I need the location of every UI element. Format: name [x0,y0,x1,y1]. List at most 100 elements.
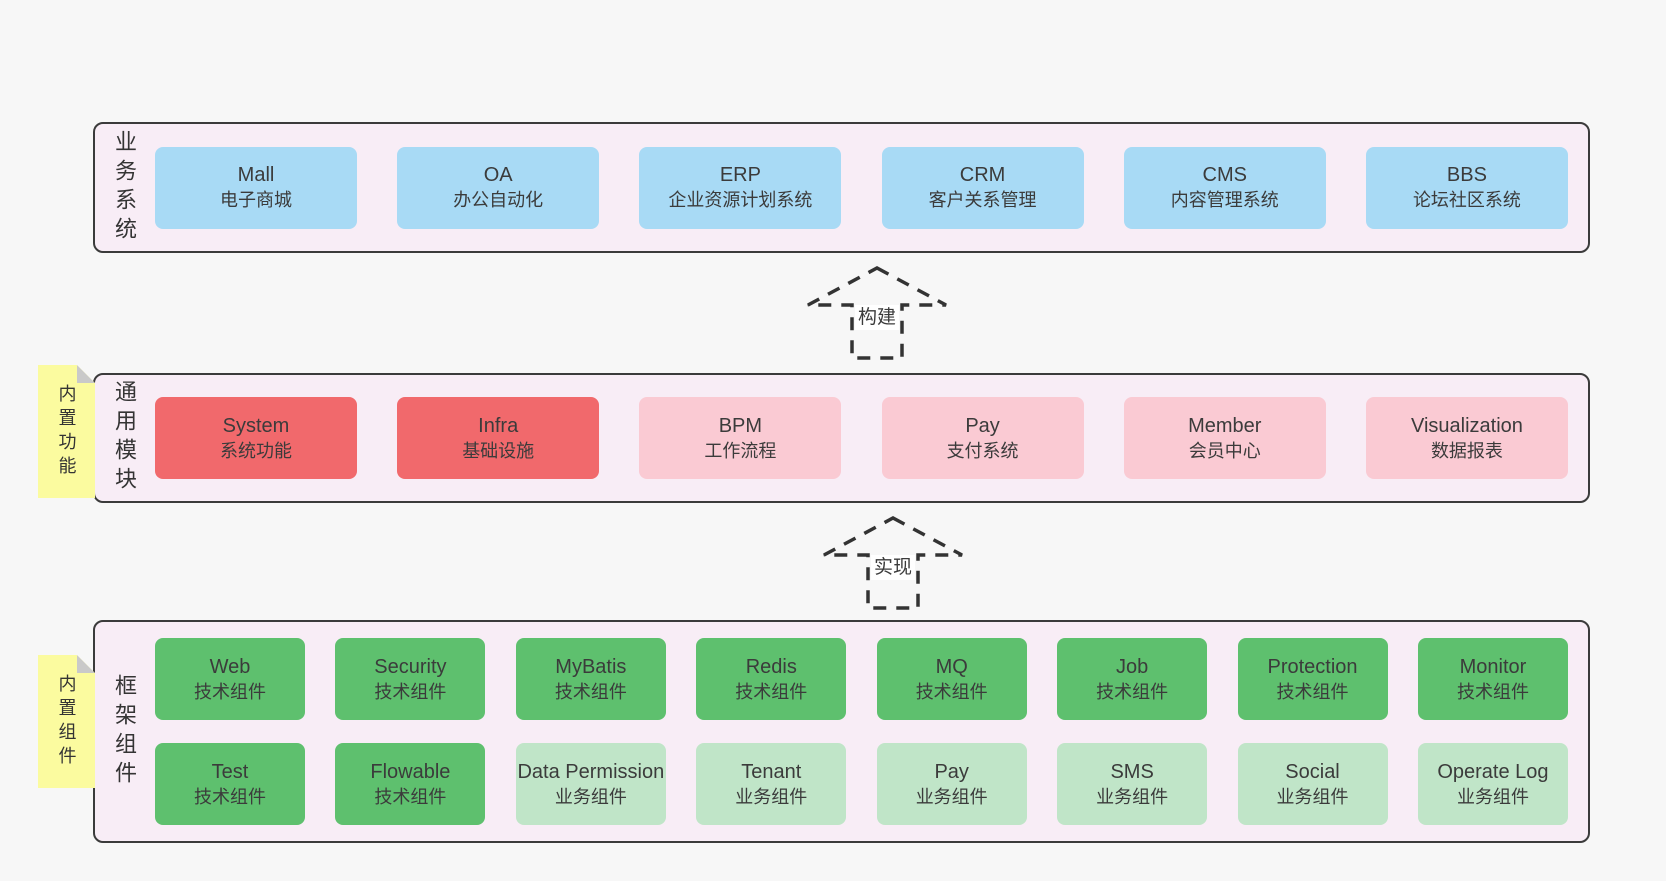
box-title: Member [1188,414,1262,437]
box-subtitle: 业务组件 [1096,786,1169,807]
layer-label-business-systems: 业务系统 [95,124,153,251]
component-box-crm: CRM 客户关系管理 [881,146,1084,229]
box-title: Protection [1267,655,1358,678]
component-box-cms: CMS 内容管理系统 [1123,146,1326,229]
box-subtitle: 工作流程 [704,440,777,461]
component-box-bpm: BPM 工作流程 [639,397,842,479]
box-subtitle: 业务组件 [1456,786,1529,807]
component-box-monitor: Monitor 技术组件 [1417,638,1568,720]
component-box-mq: MQ 技术组件 [876,638,1027,720]
box-title: OA [483,164,513,186]
layer-label-text: 通用模块 [112,380,137,496]
box-subtitle: 电子商城 [220,190,292,210]
box-title: Web [209,655,251,678]
arrow-label-implement: 实现 [870,555,916,580]
box-subtitle: 业务组件 [554,786,627,807]
arrow-up-implement: 实现 [820,514,966,612]
box-title: Data Permission [517,760,665,783]
component-box-redis: Redis 技术组件 [696,638,847,720]
box-subtitle: 业务组件 [915,786,988,807]
box-title: MyBatis [555,655,627,678]
layer-label-text: 框架组件 [112,673,137,790]
box-subtitle: 支付系统 [946,440,1019,461]
layer-label-text: 业务系统 [112,129,137,246]
box-title: Monitor [1459,655,1527,678]
arrow-up-build: 构建 [804,264,950,362]
box-subtitle: 技术组件 [735,681,808,702]
box-subtitle: 技术组件 [374,786,447,807]
box-subtitle: 会员中心 [1188,440,1261,461]
component-box-mall: Mall 电子商城 [155,146,357,229]
box-title: Operate Log [1437,760,1549,783]
box-title: Test [211,760,249,783]
box-title: Flowable [370,760,451,783]
box-subtitle: 系统功能 [220,440,292,461]
box-title: BPM [718,414,763,437]
layer-label-common-modules: 通用模块 [95,375,153,501]
component-box-web: Web 技术组件 [155,638,305,720]
box-subtitle: 技术组件 [1276,681,1349,702]
box-title: Mall [237,164,275,186]
note-label: 内置功能 [56,383,77,480]
box-title: CRM [959,164,1006,186]
box-subtitle: 客户关系管理 [928,190,1037,210]
box-title: Social [1285,760,1340,783]
box-title: MQ [935,655,968,678]
component-box-test: Test 技术组件 [155,743,305,825]
component-box-protection: Protection 技术组件 [1237,638,1388,720]
sticky-note-builtin-components: 内置组件 [38,655,95,788]
box-title: Infra [478,414,519,437]
box-title: Pay [934,760,969,783]
component-box-sms: SMS 业务组件 [1057,743,1208,825]
box-title: Job [1115,655,1149,678]
component-box-social: Social 业务组件 [1237,743,1388,825]
box-title: Visualization [1410,414,1523,437]
box-title: BBS [1446,164,1487,186]
box-subtitle: 业务组件 [735,786,808,807]
box-subtitle: 内容管理系统 [1170,190,1279,210]
box-subtitle: 数据报表 [1430,440,1503,461]
component-box-member: Member 会员中心 [1123,397,1326,479]
box-subtitle: 技术组件 [1456,681,1529,702]
sticky-note-builtin-features: 内置功能 [38,365,95,498]
component-box-pay: Pay 业务组件 [876,743,1027,825]
box-title: ERP [719,164,761,186]
box-title: Redis [745,655,797,678]
box-title: Tenant [741,760,802,783]
component-box-operate-log: Operate Log 业务组件 [1417,743,1568,825]
note-label: 内置组件 [56,673,77,770]
box-subtitle: 技术组件 [915,681,988,702]
box-title: SMS [1110,760,1154,783]
box-subtitle: 论坛社区系统 [1412,190,1521,210]
component-box-system: System 系统功能 [155,397,357,479]
component-box-job: Job 技术组件 [1057,638,1208,720]
component-box-bbs: BBS 论坛社区系统 [1365,146,1568,229]
component-box-erp: ERP 企业资源计划系统 [639,146,842,229]
layer-label-framework-components: 框架组件 [95,622,153,841]
component-box-security: Security 技术组件 [335,638,486,720]
component-box-data-permission: Data Permission 业务组件 [515,743,666,825]
box-subtitle: 企业资源计划系统 [668,190,813,210]
box-row: Test 技术组件 Flowable 技术组件 Data Permission 业务组件 T… [155,743,1568,825]
box-subtitle: 技术组件 [194,786,266,807]
box-subtitle: 业务组件 [1276,786,1349,807]
arrow-label-build: 构建 [854,305,900,330]
box-subtitle: 技术组件 [194,681,266,702]
box-title: CMS [1202,164,1247,186]
box-subtitle: 技术组件 [1096,681,1169,702]
box-title: System [222,414,290,437]
box-title: Security [374,655,447,678]
box-subtitle: 技术组件 [374,681,447,702]
